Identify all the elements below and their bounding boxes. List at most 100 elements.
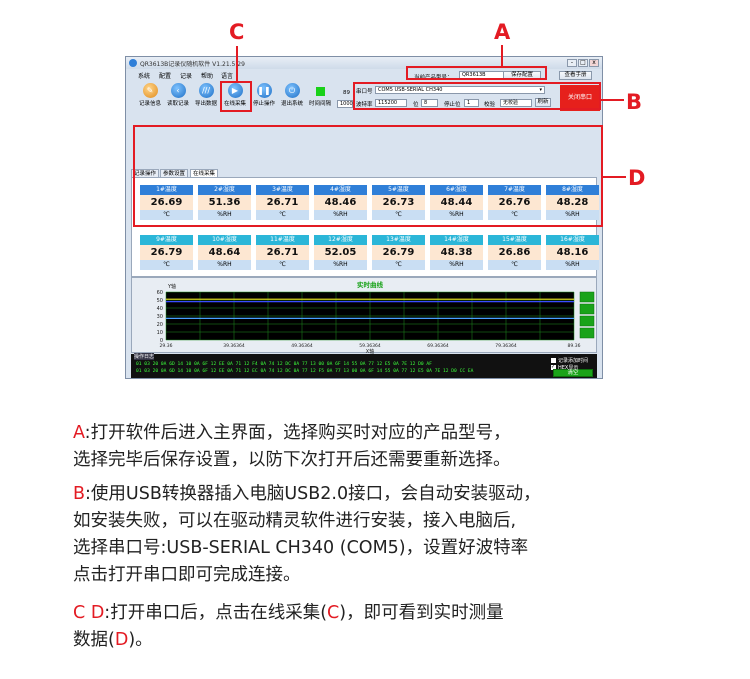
y-tick-label: 50 (157, 298, 163, 304)
sensor-unit: %RH (198, 210, 251, 220)
x-tick-label: 39.36364 (223, 343, 245, 349)
read-icon: ‹ (170, 83, 186, 98)
record-info-button[interactable]: ✎ 记录信息 (138, 83, 162, 107)
sensor-value: 48.44 (430, 195, 483, 210)
log-panel: 操作日志 01 03 20 0A 6D 14 10 0A 6F 12 EE 0A… (131, 353, 597, 378)
sensor-value: 48.46 (314, 195, 367, 210)
sensor-unit: %RH (430, 260, 483, 270)
sensor-value: 26.79 (140, 245, 193, 260)
chart-control-button[interactable] (579, 315, 595, 327)
sensor-value: 26.86 (488, 245, 541, 260)
chart-control-button[interactable] (579, 303, 595, 315)
port-select[interactable]: COM5 USB-SERIAL CH340 ▾ (375, 86, 545, 94)
interval-top: 89 (343, 90, 350, 96)
export-icon: /// (198, 83, 214, 98)
callout-c-label: C (229, 20, 245, 44)
sensor-unit: ℃ (488, 260, 541, 270)
x-tick-label: 69.36364 (427, 343, 449, 349)
x-tick-label: 29.36 (160, 343, 173, 349)
menu-help[interactable]: 帮助 (201, 73, 214, 80)
log-line: 01 03 20 0A 6D 14 10 0A 6F 12 EE 0A 71 1… (136, 362, 432, 367)
menu-system[interactable]: 系统 (138, 73, 151, 80)
stop-label: 停止位 (444, 102, 461, 108)
sensor-name: 15#温度 (488, 235, 541, 245)
refresh-button[interactable]: 刷新 (535, 98, 551, 107)
y-axis-label: Y轴 (167, 283, 176, 290)
tab-param-settings[interactable]: 参数设置 (160, 169, 189, 178)
sensor-unit: ℃ (140, 210, 193, 220)
sensor-unit: %RH (314, 210, 367, 220)
sensor-value: 48.38 (430, 245, 483, 260)
port-label: 串口号 (356, 89, 373, 95)
chart-control-button[interactable] (579, 327, 595, 339)
open-port-button[interactable]: 关闭串口 (560, 85, 600, 111)
x-tick-label: 89.36 (568, 343, 581, 349)
description-a: A:打开软件后进入主界面，选择购买时对应的产品型号， 选择完毕后保存设置，以防下… (73, 423, 511, 470)
log-line: 01 03 20 0A 6D 14 10 0A 6F 12 EE 0A 71 1… (136, 369, 474, 374)
callout-d-line (603, 176, 626, 178)
y-tick-label: 10 (157, 330, 163, 336)
sensor-value: 26.76 (488, 195, 541, 210)
menu-record[interactable]: 记录 (180, 73, 193, 80)
sensor-value: 51.36 (198, 195, 251, 210)
sensor-value: 26.69 (140, 195, 193, 210)
callout-b-line (600, 99, 624, 101)
export-data-button[interactable]: /// 导出数据 (194, 83, 218, 107)
sensor-value: 26.73 (372, 195, 425, 210)
menu-bar: 系统 配置 记录 帮助 语言 (126, 70, 602, 80)
tab-online-collect[interactable]: 在线采集 (190, 169, 219, 178)
stop-button[interactable]: ❚❚ 停止操作 (252, 83, 276, 107)
x-axis-label: X轴 (366, 348, 374, 354)
sensor-unit: %RH (198, 260, 251, 270)
minimize-button[interactable]: - (567, 59, 577, 67)
online-collect-button[interactable]: ▶ 在线采集 (223, 83, 247, 107)
sensor-unit: ℃ (256, 260, 309, 270)
view-manual-button[interactable]: 查看手册 (559, 71, 592, 80)
callout-a-label: A (494, 20, 511, 44)
callout-c-box (220, 81, 252, 112)
hex-label: HEX显示 (558, 365, 579, 371)
bits-select[interactable]: 8 (421, 99, 438, 107)
clear-log-button[interactable]: 清空 (553, 369, 593, 377)
stop-select[interactable]: 1 (464, 99, 479, 107)
bits-label: 位 (413, 102, 419, 108)
sensor-name: 5#温度 (372, 185, 425, 195)
sensor-name: 2#湿度 (198, 185, 251, 195)
close-button[interactable]: x (589, 59, 599, 67)
exit-button[interactable]: ⏻ 退出系统 (280, 83, 304, 107)
sensor-unit: ℃ (488, 210, 541, 220)
hex-checkbox[interactable]: ✓ (551, 364, 556, 370)
interval-input[interactable]: 1000 (337, 100, 353, 108)
sensor-name: 3#温度 (256, 185, 309, 195)
sensor-value: 48.16 (546, 245, 599, 260)
sensor-name: 14#湿度 (430, 235, 483, 245)
sensor-value: 26.79 (372, 245, 425, 260)
chart-control-button[interactable] (579, 291, 595, 303)
read-record-button[interactable]: ‹ 读取记录 (166, 83, 190, 107)
y-tick-label: 20 (157, 322, 163, 328)
sensor-unit: ℃ (140, 260, 193, 270)
auto-time-checkbox[interactable] (551, 358, 556, 363)
callout-a-line (501, 45, 503, 67)
menu-config[interactable]: 配置 (159, 73, 172, 80)
x-tick-label: 79.36364 (495, 343, 517, 349)
maximize-button[interactable]: □ (578, 59, 588, 67)
baud-label: 波特率 (356, 102, 373, 108)
tab-record-ops[interactable]: 记录操作 (131, 169, 160, 178)
sensor-unit: %RH (430, 210, 483, 220)
menu-language[interactable]: 语言 (221, 73, 234, 80)
info-icon: ✎ (142, 83, 158, 98)
sensor-unit: ℃ (372, 260, 425, 270)
baud-select[interactable]: 115200 (375, 99, 407, 107)
auto-time-label: 记录添加时间 (558, 358, 589, 364)
sensor-unit: %RH (546, 260, 599, 270)
check-select[interactable]: 无校验 (500, 99, 532, 107)
